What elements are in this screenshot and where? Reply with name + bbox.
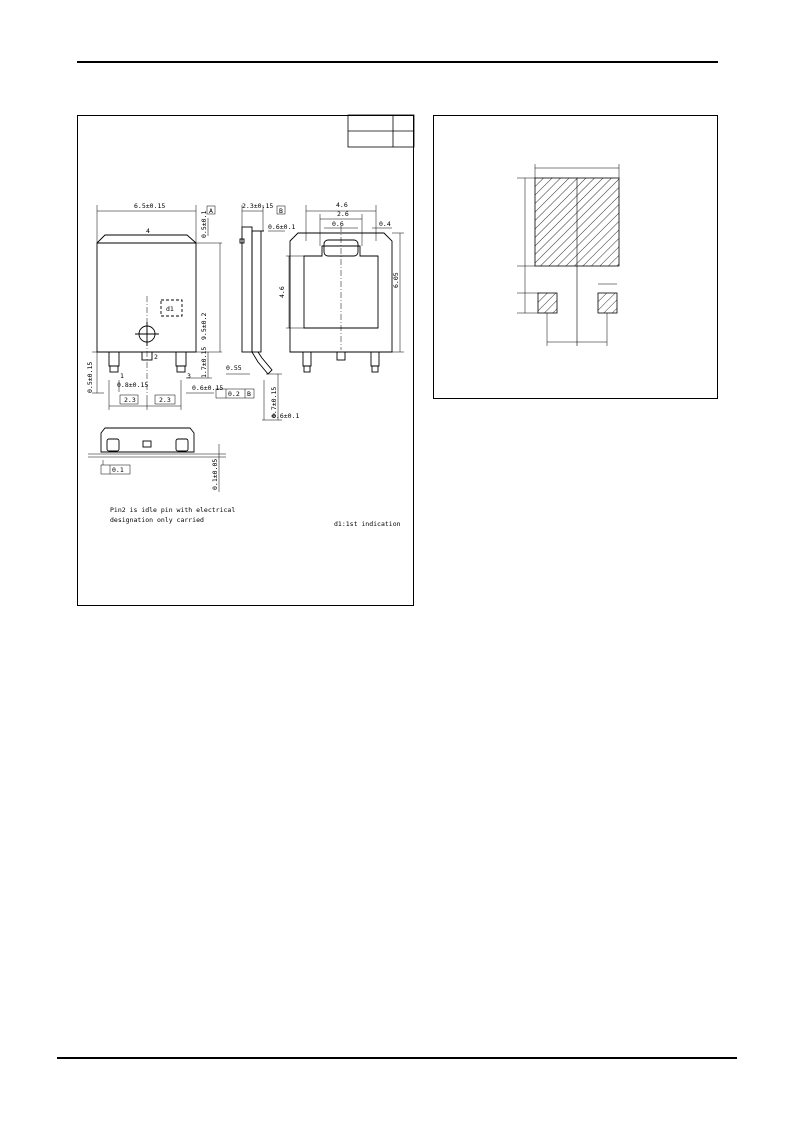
dim-tol-pos: 0.2	[228, 390, 240, 398]
header-rule	[77, 61, 718, 63]
dim-side-rib: 0.55	[226, 364, 242, 372]
dim-label-d1: d1	[166, 305, 174, 313]
dim-lead-tip: 0.6±0.1	[272, 412, 299, 420]
dim-coplanar: 0.1	[112, 466, 124, 474]
note-d1: d1:1st indication	[334, 520, 401, 528]
dim-stand-off: 0.7±0.15	[270, 387, 278, 418]
dim-flange: 0.5±0.1	[200, 211, 208, 238]
dim-label-1: 1	[120, 372, 124, 380]
package-outline-panel	[77, 115, 414, 606]
side-view	[239, 226, 273, 375]
note-pin-2: designation only carried	[110, 516, 204, 524]
dim-lead-thick: 0.6±0.15	[192, 384, 223, 392]
dim-lead-length: 1.7±0.15	[200, 347, 208, 378]
dim-rear-slot-in: 0.6	[332, 220, 344, 228]
dim-label-3: 3	[187, 372, 191, 380]
dim-rear-slot: 2.6	[337, 210, 349, 218]
dim-mark-b-small: B	[247, 390, 251, 398]
dim-lead-width: 0.8±0.15	[117, 381, 148, 389]
dim-mark-b: B	[279, 207, 283, 215]
title-block	[347, 114, 415, 148]
dim-rear-height: 4.6	[278, 286, 286, 298]
dim-rear-width: 4.6	[336, 201, 348, 209]
rear-view	[289, 226, 393, 373]
dim-rear-total: 6.05	[392, 272, 400, 288]
dim-body-height: 9.5±0.2	[200, 313, 208, 340]
rear-view-dims	[286, 205, 404, 353]
dim-bottom-gap: 0.1±0.05	[211, 459, 219, 490]
dim-width-top: 6.5±0.15	[134, 202, 165, 210]
footer-rule	[57, 1057, 737, 1059]
dim-side-tab: 0.6±0.1	[268, 223, 295, 231]
dim-side-thick: 2.3±0.15	[242, 202, 273, 210]
dim-lead-offset: 0.5±0.15	[86, 362, 94, 393]
dim-pitch-2: 2.3	[159, 396, 171, 404]
land-pattern-dims	[517, 164, 620, 346]
notes: Pin2 is idle pin with electrical designa…	[110, 506, 401, 528]
dim-mark-a: A	[209, 207, 213, 215]
note-pin: Pin2 is idle pin with electrical	[110, 506, 235, 514]
front-view	[96, 234, 197, 395]
side-view-dims	[226, 205, 286, 421]
dim-pitch-1: 2.3	[124, 396, 136, 404]
front-view-dims	[92, 205, 255, 410]
bottom-view	[88, 427, 226, 458]
bottom-view-dims	[100, 444, 220, 492]
dim-rear-corner: 0.4	[379, 220, 391, 228]
land-pattern	[534, 177, 620, 346]
dimension-labels: 6.5±0.15 4 A 0.5±0.1 9.5±0.2 1.7±0.15 0.…	[86, 201, 400, 490]
dim-label-2: 2	[154, 353, 158, 361]
dim-label-4: 4	[146, 227, 150, 235]
